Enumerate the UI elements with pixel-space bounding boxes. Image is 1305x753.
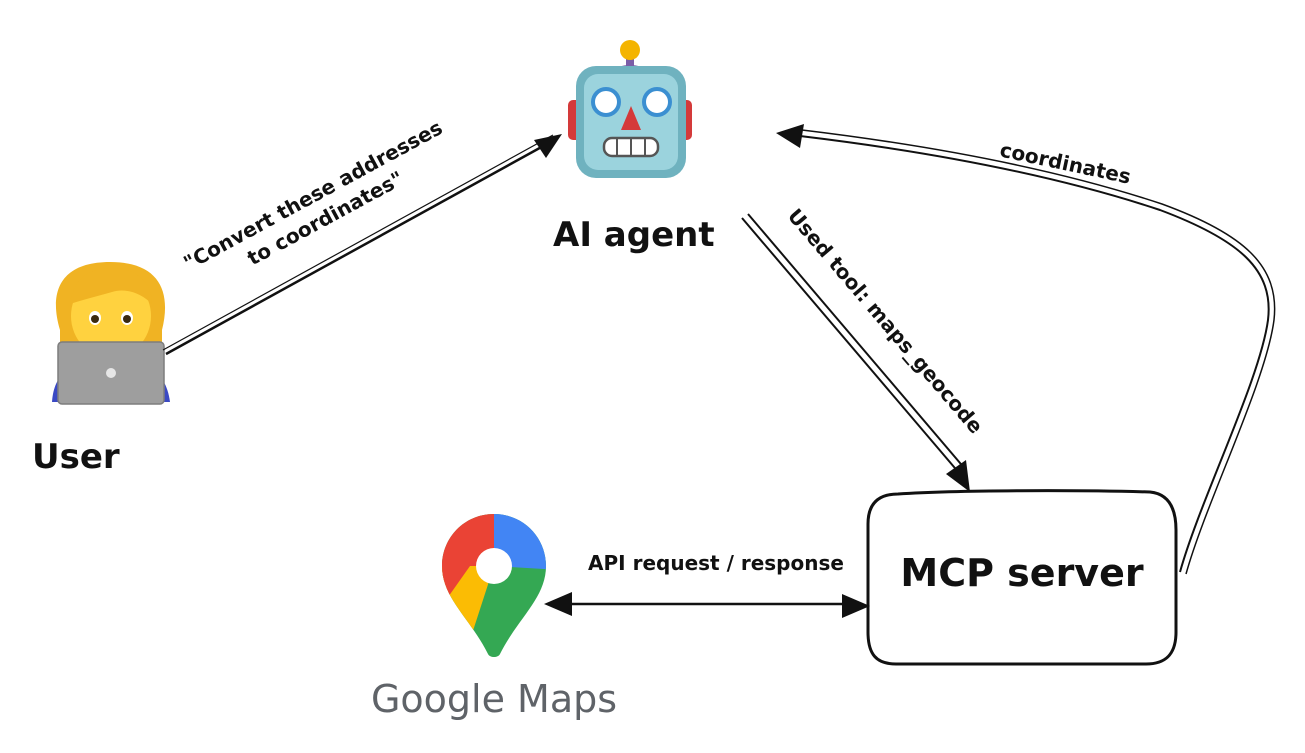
user-label: User <box>32 437 120 477</box>
agent-node: AI agent <box>553 40 715 255</box>
server-label: MCP server <box>900 551 1143 595</box>
arrowhead <box>946 460 970 492</box>
agent-label: AI agent <box>553 215 715 255</box>
server-box <box>866 489 1178 666</box>
arrowhead <box>534 134 562 158</box>
arrowhead <box>776 124 804 148</box>
edge-label-api: API request / response <box>588 551 844 575</box>
server-node: MCP server <box>866 489 1178 666</box>
edge-maps-server: API request / response <box>544 551 870 618</box>
edge-agent-to-server: Used tool: maps_geocode <box>741 204 988 492</box>
arrowhead-right <box>842 594 870 618</box>
edge-user-to-agent: "Convert these addresses to coordinates" <box>162 115 562 356</box>
maps-label: Google Maps <box>371 677 617 721</box>
edge-label-tool: Used tool: maps_geocode <box>783 204 988 438</box>
robot-icon <box>568 40 692 178</box>
edge-label-coordinates: coordinates <box>998 138 1133 189</box>
user-laptop-icon <box>52 262 170 405</box>
edge-label-request-line1: "Convert these addresses <box>179 115 446 275</box>
google-maps-pin-icon <box>442 514 546 657</box>
maps-node: Google Maps <box>371 514 617 721</box>
user-node: User <box>32 262 170 477</box>
arrowhead-left <box>544 592 572 616</box>
